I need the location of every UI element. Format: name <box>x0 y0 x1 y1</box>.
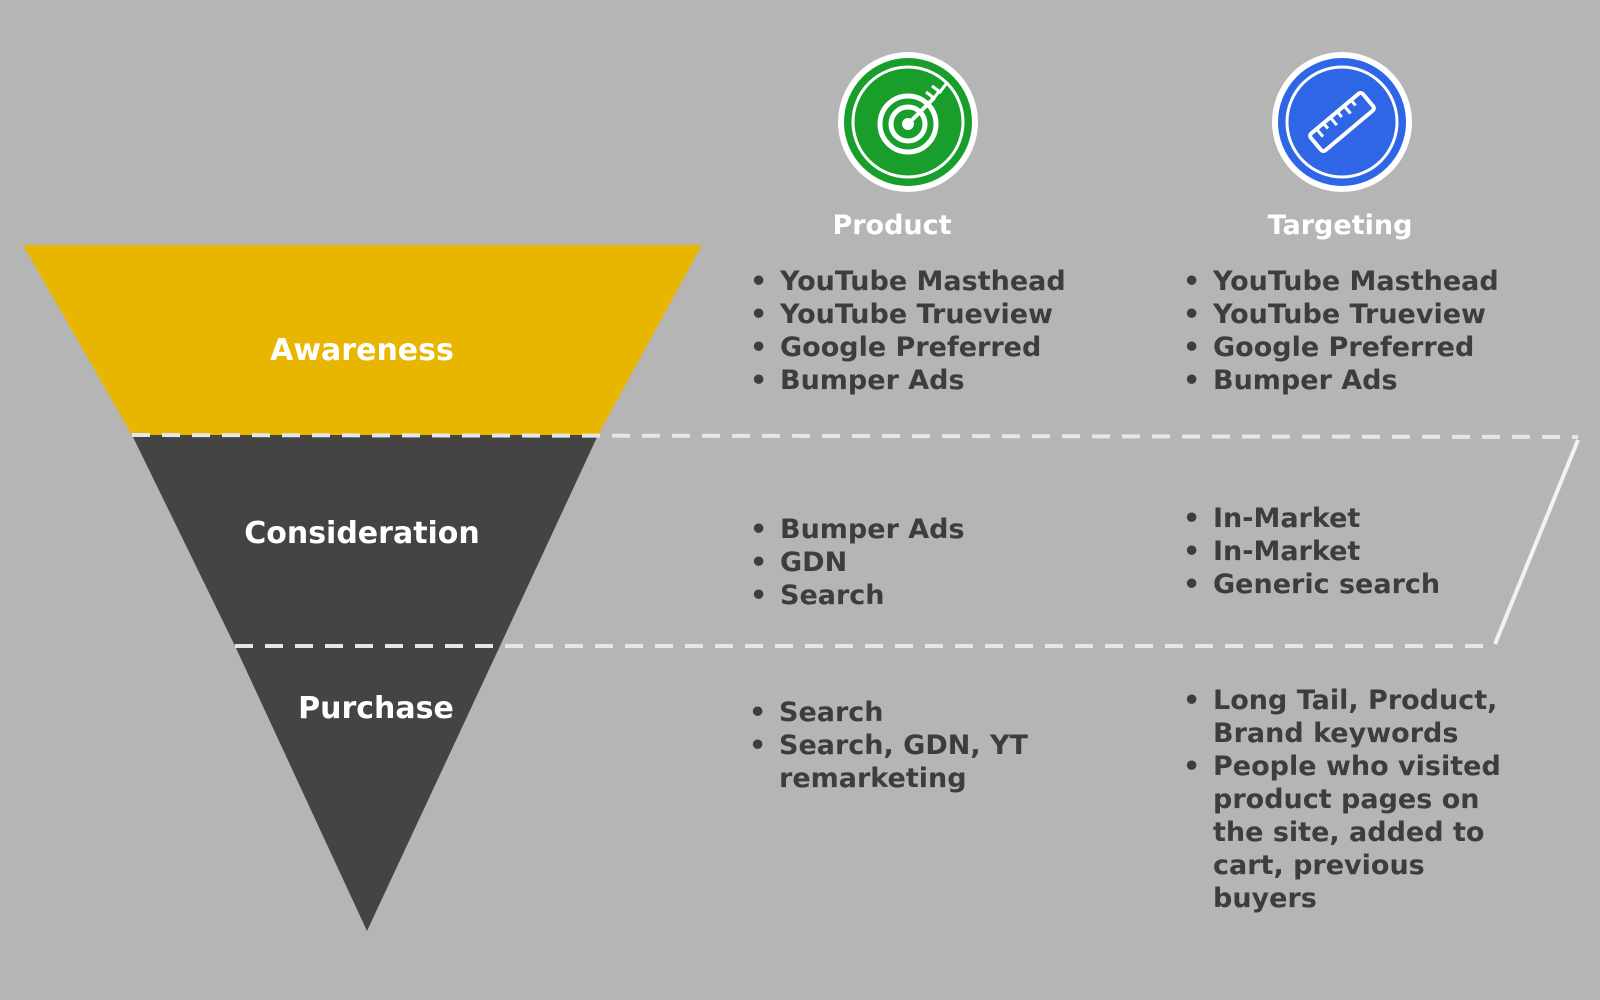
list-item: People who visited product pages on the … <box>1183 750 1513 915</box>
consideration-product-list: Bumper Ads GDN Search <box>750 513 1140 612</box>
ruler-icon <box>1272 52 1412 192</box>
list-item: Search <box>749 696 1034 729</box>
awareness-product-list: YouTube Masthead YouTube Trueview Google… <box>750 265 1160 397</box>
list-item: YouTube Trueview <box>750 298 1160 331</box>
list-item: Bumper Ads <box>750 513 1140 546</box>
consideration-targeting-list: In-Market In-Market Generic search <box>1183 502 1573 601</box>
list-item: Long Tail, Product, Brand keywords <box>1183 684 1513 750</box>
purchase-product-list: Search Search, GDN, YT remarketing <box>749 696 1034 795</box>
list-item: YouTube Trueview <box>1183 298 1593 331</box>
dashed-separator-top <box>131 433 1579 439</box>
list-item: Google Preferred <box>1183 331 1593 364</box>
funnel-consideration <box>132 435 598 646</box>
list-item: Generic search <box>1183 568 1573 601</box>
funnel-purchase <box>235 646 500 931</box>
list-item: YouTube Masthead <box>750 265 1160 298</box>
stage-label-awareness: Awareness <box>270 333 454 368</box>
list-item: Bumper Ads <box>1183 364 1593 397</box>
list-item: In-Market <box>1183 502 1573 535</box>
stage-label-purchase: Purchase <box>298 691 454 726</box>
list-item: In-Market <box>1183 535 1573 568</box>
funnel-awareness <box>23 245 702 435</box>
column-heading-product: Product <box>832 210 952 241</box>
awareness-targeting-list: YouTube Masthead YouTube Trueview Google… <box>1183 265 1593 397</box>
column-heading-targeting: Targeting <box>1267 210 1413 241</box>
list-item: Search, GDN, YT remarketing <box>749 729 1034 795</box>
stage-label-consideration: Consideration <box>244 516 480 551</box>
list-item: Search <box>750 579 1140 612</box>
purchase-targeting-list: Long Tail, Product, Brand keywords Peopl… <box>1183 684 1513 915</box>
list-item: GDN <box>750 546 1140 579</box>
target-icon <box>838 52 978 192</box>
list-item: Bumper Ads <box>750 364 1160 397</box>
list-item: Google Preferred <box>750 331 1160 364</box>
list-item: YouTube Masthead <box>1183 265 1593 298</box>
